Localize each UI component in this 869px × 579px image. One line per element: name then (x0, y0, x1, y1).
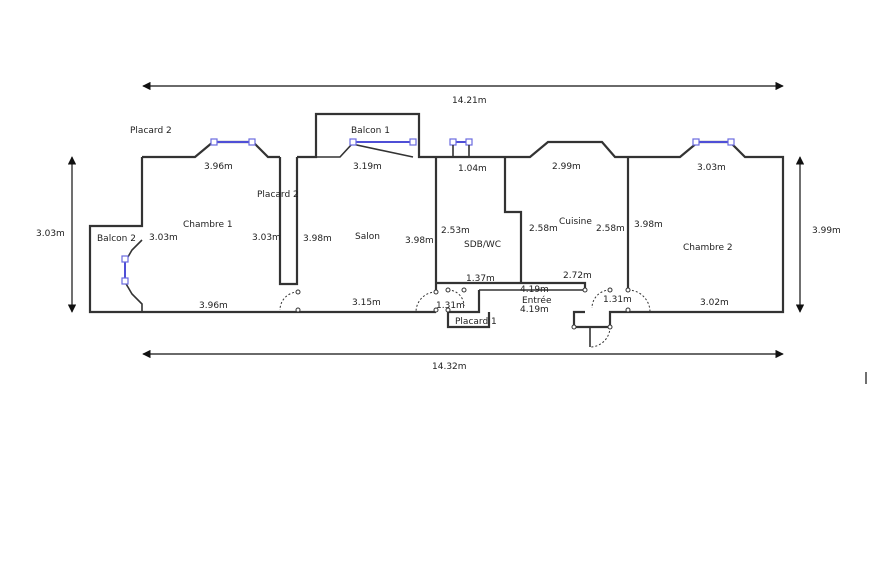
dim-sdb-left: 2.53m (441, 226, 470, 236)
hinge-node (445, 287, 451, 293)
dim-chambre1-bottom: 3.96m (199, 301, 228, 311)
dim-overall-bottom: 14.32m (432, 362, 467, 372)
room-label-chambre1: Chambre 1 (183, 220, 233, 230)
balcon2-bay (124, 239, 143, 312)
dim-cuisine-top: 2.99m (552, 162, 581, 172)
door-salon (415, 291, 437, 313)
window-chambre2 (692, 138, 735, 146)
dim-chambre2-bottom: 3.02m (700, 298, 729, 308)
hinge-node (571, 324, 577, 330)
hinge-node (607, 287, 613, 293)
dim-sdb-bottom: 1.37m (466, 274, 495, 284)
dim-entree-right: 1.31m (603, 295, 632, 305)
door-entrance (589, 326, 611, 348)
hinge-node (433, 307, 439, 313)
balcon1-inner (316, 143, 414, 158)
room-label-salon: Salon (355, 232, 380, 242)
hinge-node (582, 287, 588, 293)
room-label-balcon1: Balcon 1 (351, 126, 390, 136)
window-salon (349, 138, 417, 146)
hinge-node (461, 287, 467, 293)
dim-chambre1-top: 3.96m (204, 162, 233, 172)
door-chambre2 (627, 289, 651, 313)
hinge-node (295, 307, 301, 313)
window-chambre1 (210, 138, 256, 146)
wall-sdb-cuisine (503, 157, 523, 283)
room-label-balcon2: Balcon 2 (97, 234, 136, 244)
dim-salon-bottom: 3.15m (352, 298, 381, 308)
hinge-node (295, 289, 301, 295)
door-cuisine (591, 289, 611, 309)
dim-chambre2-left: 3.98m (634, 220, 663, 230)
hinge-node (445, 307, 451, 313)
room-label-placard1: Placard 1 (455, 317, 497, 327)
dim-right-height: 3.99m (812, 226, 841, 236)
dim-chambre1-left: 3.03m (149, 233, 178, 243)
dim-chambre1-right: 3.03m (252, 233, 281, 243)
room-label-chambre2: Chambre 2 (683, 243, 733, 253)
dim-salon-top: 3.19m (353, 162, 382, 172)
dim-chambre2-top: 3.03m (697, 163, 726, 173)
room-label-placard2-mid: Placard 2 (257, 190, 299, 200)
dim-entree-top: 4.19m (520, 285, 549, 295)
placard2-wall (278, 157, 299, 286)
dim-sdb-top: 1.04m (458, 164, 487, 174)
hinge-node (433, 289, 439, 295)
window-sdb (449, 138, 473, 157)
dim-entree-bottom: 4.19m (520, 305, 549, 315)
dim-cuisine-left: 2.58m (529, 224, 558, 234)
room-label-entree: Entrée (522, 295, 552, 306)
window-balcon2 (121, 255, 129, 285)
hinge-node (625, 287, 631, 293)
dim-salon-right: 3.98m (405, 236, 434, 246)
dim-entree-left: 1.31m (436, 301, 465, 311)
dim-cuisine-bottom: 2.72m (563, 271, 592, 281)
room-label-placard2-top: Placard 2 (130, 126, 172, 136)
hinge-node (625, 307, 631, 313)
door-sdb (447, 289, 465, 307)
dim-left-height: 3.03m (36, 229, 65, 239)
dim-cuisine-right: 2.58m (596, 224, 625, 234)
dim-overall-top: 14.21m (452, 96, 487, 106)
door-chambre1 (279, 291, 299, 311)
room-label-sdb-wc: SDB/WC (464, 240, 501, 250)
room-label-cuisine: Cuisine (559, 217, 592, 227)
dim-salon-left: 3.98m (303, 234, 332, 244)
hinge-node (607, 324, 613, 330)
